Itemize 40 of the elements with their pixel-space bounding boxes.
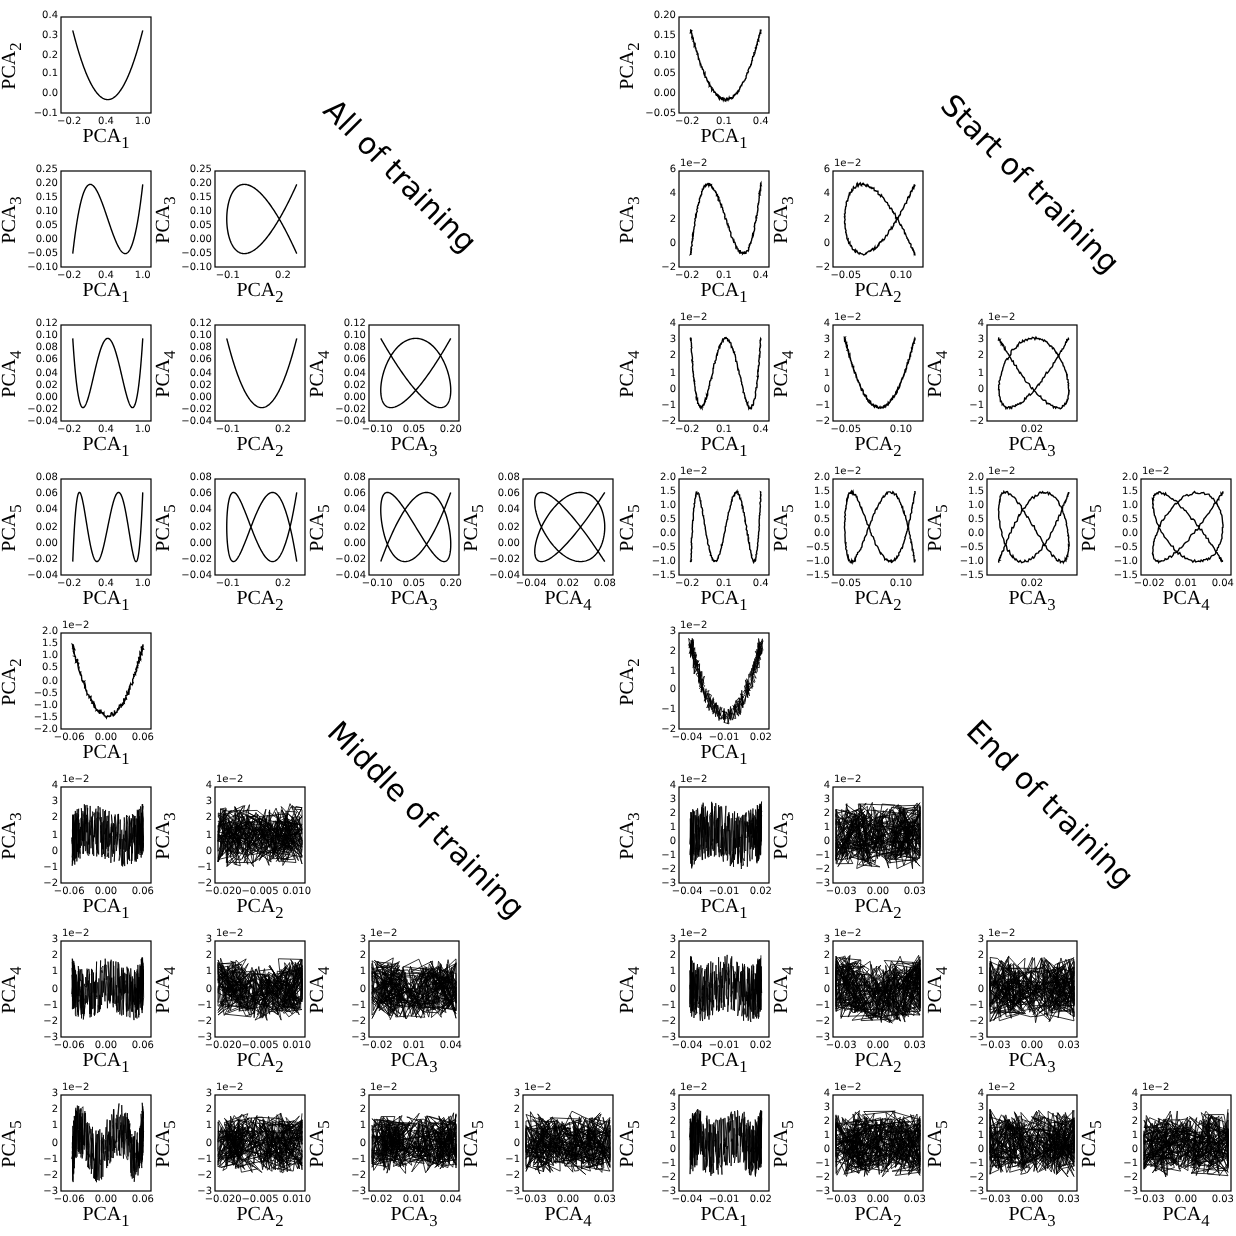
axis-label: PCA$_{2}$ xyxy=(236,280,284,310)
axis-label: PCA$_{2}$ xyxy=(854,896,902,926)
axis-label: PCA$_{2}$ xyxy=(854,1204,902,1234)
axis-label: PCA$_{1}$ xyxy=(700,434,748,464)
axis-label: PCA$_{3}$ xyxy=(1008,1050,1056,1080)
axis-label: PCA$_{4}$ xyxy=(544,588,592,618)
axis-label: PCA$_{1}$ xyxy=(700,896,748,926)
axis-label: PCA$_{1}$ xyxy=(82,1204,130,1234)
axis-label: PCA$_{3}$ xyxy=(1008,434,1056,464)
axis-label: PCA$_{2}$ xyxy=(854,1050,902,1080)
axis-label: PCA$_{1}$ xyxy=(700,280,748,310)
axis-label: PCA$_{3}$ xyxy=(390,434,438,464)
axis-label: PCA$_{1}$ xyxy=(82,1050,130,1080)
axis-label: PCA$_{1}$ xyxy=(82,588,130,618)
axis-label: PCA$_{2}$ xyxy=(854,434,902,464)
axis-label: PCA$_{2}$ xyxy=(236,1204,284,1234)
axis-label: PCA$_{1}$ xyxy=(700,1204,748,1234)
axis-label: PCA$_{3}$ xyxy=(390,588,438,618)
axis-label: PCA$_{4}$ xyxy=(1162,588,1210,618)
axis-label: PCA$_{2}$ xyxy=(236,896,284,926)
axis-label: PCA$_{2}$ xyxy=(854,280,902,310)
axis-label: PCA$_{1}$ xyxy=(700,742,748,772)
axis-label: PCA$_{2}$ xyxy=(854,588,902,618)
axis-label: PCA$_{2}$ xyxy=(236,1050,284,1080)
axis-label: PCA$_{4}$ xyxy=(1162,1204,1210,1234)
axis-label: PCA$_{2}$ xyxy=(236,434,284,464)
axis-label: PCA$_{3}$ xyxy=(390,1050,438,1080)
axis-label: PCA$_{1}$ xyxy=(82,742,130,772)
axis-label: PCA$_{1}$ xyxy=(82,126,130,156)
axis-label: PCA$_{3}$ xyxy=(390,1204,438,1234)
axis-label: PCA$_{1}$ xyxy=(700,1050,748,1080)
axis-label: PCA$_{1}$ xyxy=(82,434,130,464)
axis-label: PCA$_{2}$ xyxy=(236,588,284,618)
axis-label: PCA$_{3}$ xyxy=(1008,1204,1056,1234)
axis-label: PCA$_{1}$ xyxy=(82,896,130,926)
axis-label: PCA$_{1}$ xyxy=(700,126,748,156)
axis-label: PCA$_{3}$ xyxy=(1008,588,1056,618)
axis-label: PCA$_{4}$ xyxy=(544,1204,592,1234)
axis-label: PCA$_{1}$ xyxy=(82,280,130,310)
axis-label: PCA$_{1}$ xyxy=(700,588,748,618)
